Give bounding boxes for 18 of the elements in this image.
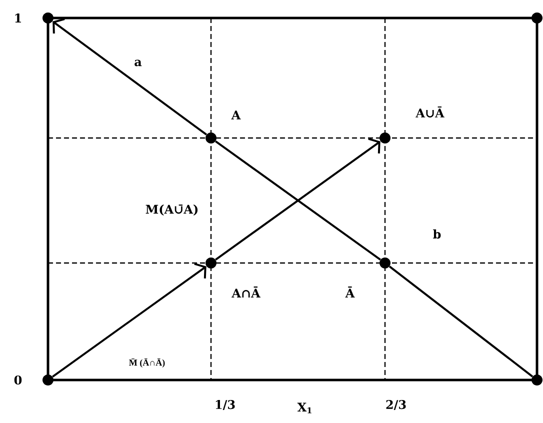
point-label: A∩Ā [232,286,260,298]
point-label: A [231,110,241,120]
line-label: M̄ (Ā∩Ā) [128,358,166,368]
point-dot [42,374,54,386]
line-label: a [133,58,143,68]
axis-label: 2/3 [386,400,406,410]
point-label: A∪Ā [416,106,444,118]
line-label: M(A∪̄A) [144,204,200,216]
line-segment [52,18,207,136]
point-dot [42,12,54,24]
point-label: Ā [345,286,355,298]
axis-label: 1 [15,14,21,22]
point-dot [532,12,542,24]
line-label: b [432,228,442,240]
axis-label: X$_{1}$ [297,402,312,414]
axis-label: 0 [14,375,22,385]
point-dot [532,374,542,386]
axis-label: 1/3 [216,400,235,410]
